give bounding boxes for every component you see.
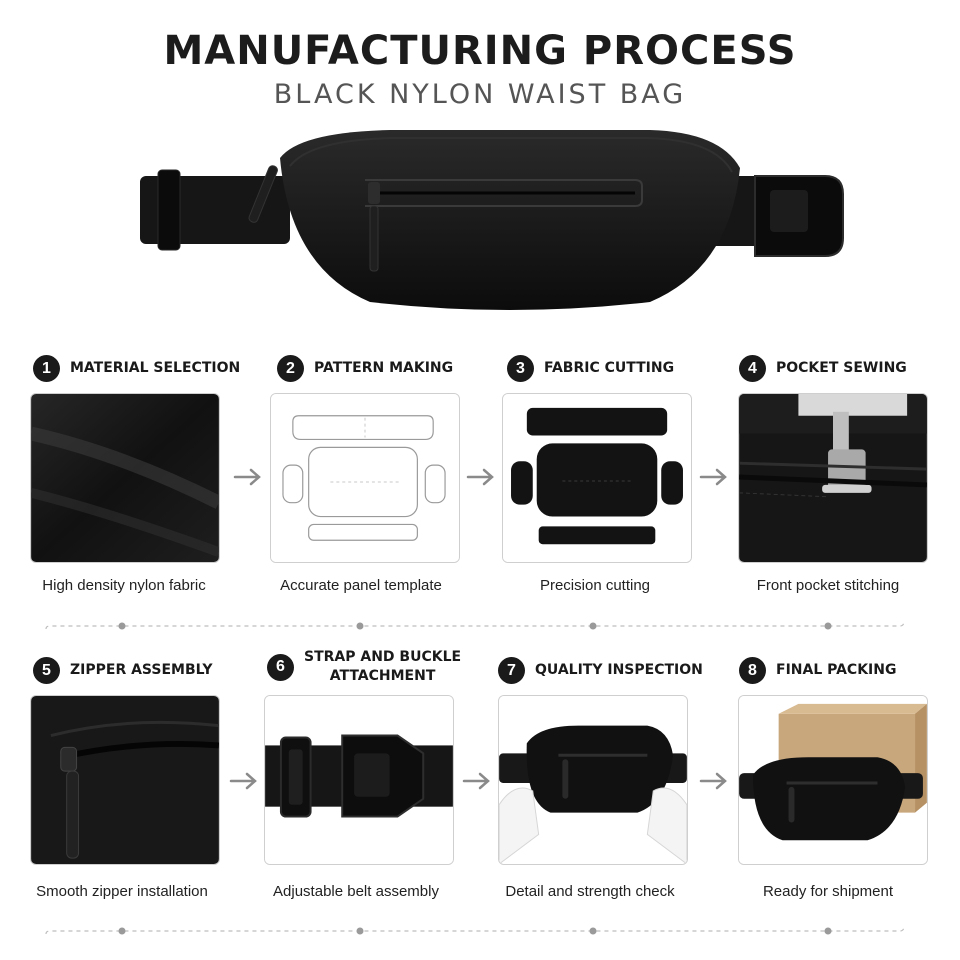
step-number-badge: 7 xyxy=(498,657,525,684)
step-number-badge: 5 xyxy=(33,657,60,684)
step-number-badge: 6 xyxy=(267,653,294,681)
step-4-heading: 4 POCKET SEWING xyxy=(739,355,907,382)
step-title: FINAL PACKING xyxy=(776,662,897,678)
step-6-image-strap xyxy=(264,695,454,865)
step-5-caption: Smooth zipper installation xyxy=(36,883,208,900)
step-5-image-zipper xyxy=(30,695,220,865)
step-title: STRAP AND BUCKLE ATTACHMENT xyxy=(304,648,461,686)
arrow-right-icon xyxy=(699,468,727,486)
step-7-caption: Detail and strength check xyxy=(505,883,675,900)
step-2-image-pattern xyxy=(270,393,460,563)
step-1-heading: 1 MATERIAL SELECTION xyxy=(33,355,240,382)
row-divider xyxy=(45,620,905,630)
step-8-image-packing xyxy=(738,695,928,865)
step-2-heading: 2 PATTERN MAKING xyxy=(277,355,453,382)
step-title: QUALITY INSPECTION xyxy=(535,662,703,678)
step-6-caption: Adjustable belt assembly xyxy=(273,883,439,900)
step-title: FABRIC CUTTING xyxy=(544,360,675,376)
step-title: MATERIAL SELECTION xyxy=(70,360,241,376)
step-4-caption: Front pocket stitching xyxy=(756,577,900,594)
step-3-caption: Precision cutting xyxy=(539,577,651,594)
step-number-badge: 4 xyxy=(739,355,766,382)
step-8-heading: 8 FINAL PACKING xyxy=(739,657,896,684)
step-7-heading: 7 QUALITY INSPECTION xyxy=(498,657,703,684)
arrow-right-icon xyxy=(233,468,261,486)
step-number-badge: 1 xyxy=(33,355,60,382)
arrow-right-icon xyxy=(699,772,727,790)
step-6-heading: 6 STRAP AND BUCKLE ATTACHMENT xyxy=(267,648,461,686)
step-title-line-2: ATTACHMENT xyxy=(329,668,436,684)
step-5-heading: 5 ZIPPER ASSEMBLY xyxy=(33,657,213,684)
row-divider xyxy=(45,925,905,935)
step-number-badge: 2 xyxy=(277,355,304,382)
page-subtitle: BLACK NYLON WAIST BAG xyxy=(273,79,687,110)
step-title-line-1: STRAP AND BUCKLE xyxy=(304,649,462,665)
step-title: ZIPPER ASSEMBLY xyxy=(70,662,213,678)
page-title: MANUFACTURING PROCESS xyxy=(163,28,797,74)
arrow-right-icon xyxy=(462,772,490,790)
step-2-caption: Accurate panel template xyxy=(280,577,442,594)
step-8-caption: Ready for shipment xyxy=(762,883,894,900)
step-4-image-sewing xyxy=(738,393,928,563)
step-number-badge: 8 xyxy=(739,657,766,684)
step-1-image-material xyxy=(30,393,220,563)
step-1-caption: High density nylon fabric xyxy=(42,577,206,594)
step-title: PATTERN MAKING xyxy=(314,360,454,376)
step-number-badge: 3 xyxy=(507,355,534,382)
step-3-heading: 3 FABRIC CUTTING xyxy=(507,355,674,382)
step-3-image-cutting xyxy=(502,393,692,563)
arrow-right-icon xyxy=(229,772,257,790)
arrow-right-icon xyxy=(466,468,494,486)
hero-waist-bag-image xyxy=(140,130,844,310)
step-title: POCKET SEWING xyxy=(776,360,907,376)
step-7-image-inspection xyxy=(498,695,688,865)
